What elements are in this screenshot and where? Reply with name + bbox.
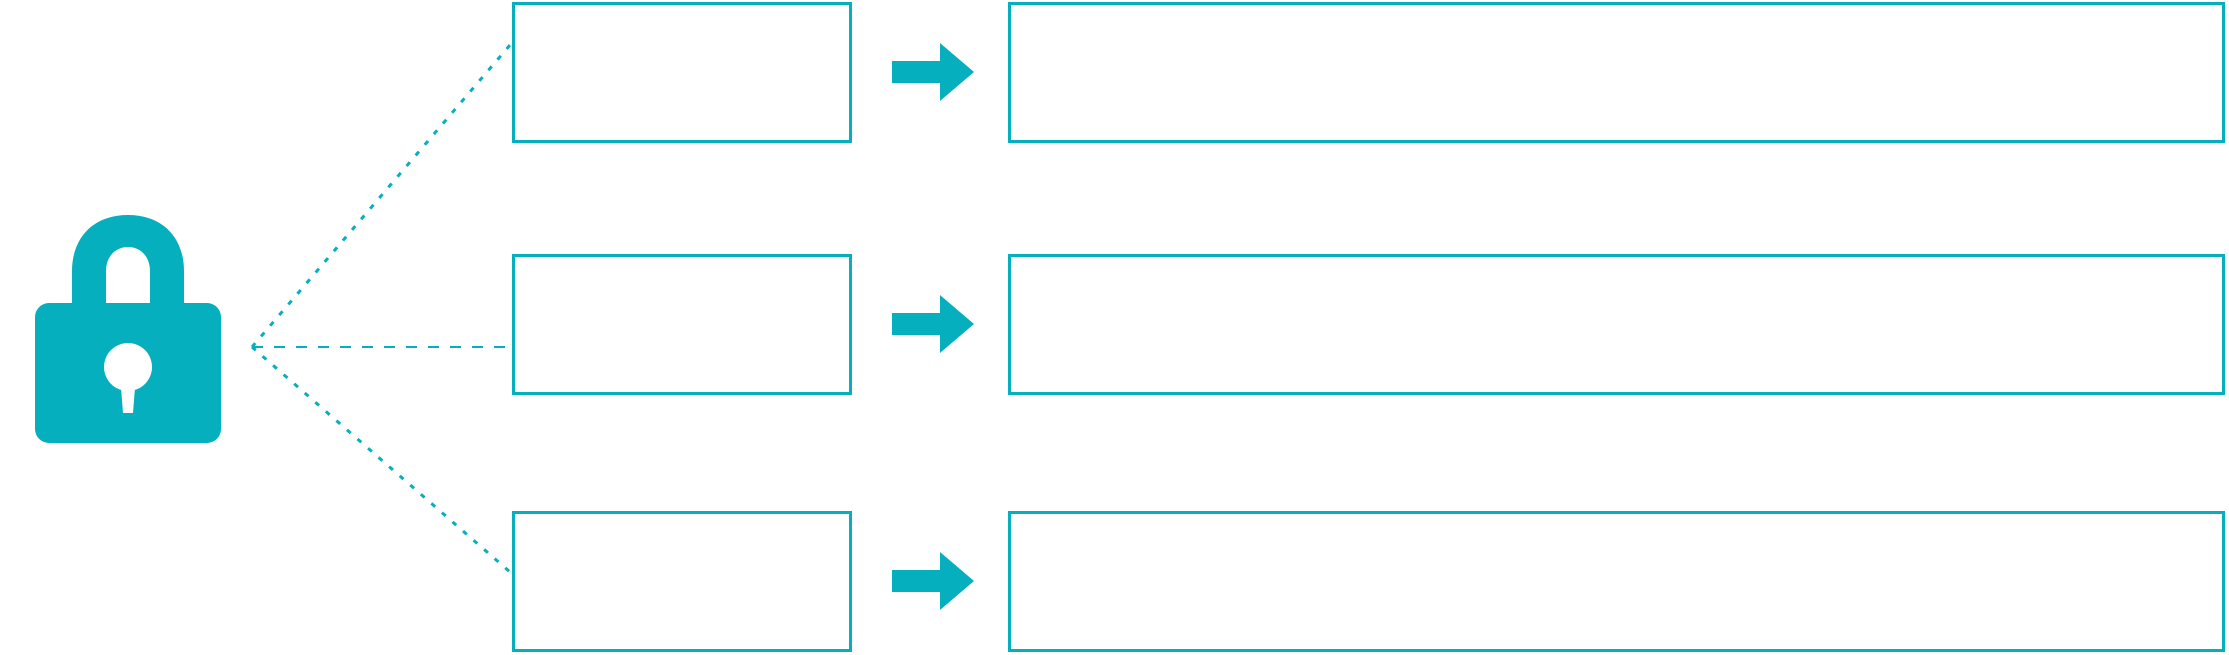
diagram-row (0, 509, 2229, 654)
row-1-source-box[interactable] (512, 2, 852, 143)
row-3-source-label (515, 514, 849, 542)
row-2-detail-label (1011, 257, 2222, 285)
row-1-detail-label (1011, 5, 2222, 33)
row-2-detail-box[interactable] (1008, 254, 2225, 395)
arrow-right-icon (892, 295, 974, 353)
row-2-source-label (515, 257, 849, 285)
arrow-right-icon (892, 43, 974, 101)
row-1-detail-box[interactable] (1008, 2, 2225, 143)
diagram-row (0, 252, 2229, 397)
row-3-source-box[interactable] (512, 511, 852, 652)
row-3-detail-label (1011, 514, 2222, 542)
row-1-source-label (515, 5, 849, 33)
row-2-source-box[interactable] (512, 254, 852, 395)
diagram-row (0, 0, 2229, 145)
lock-icon (28, 205, 228, 445)
arrow-right-icon (892, 552, 974, 610)
row-3-detail-box[interactable] (1008, 511, 2225, 652)
